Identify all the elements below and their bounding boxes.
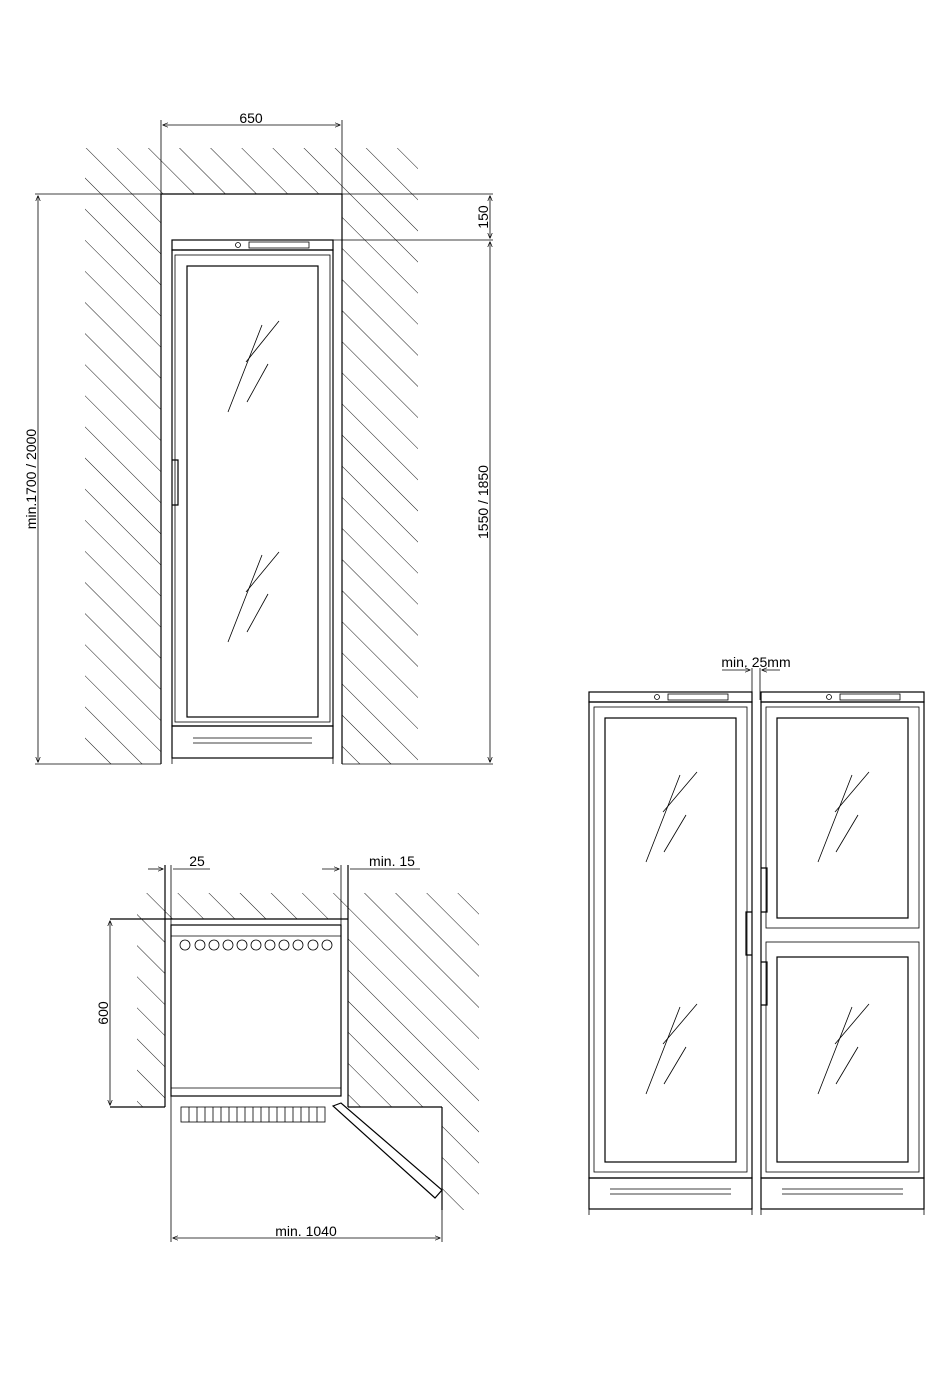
- right-unit: [761, 692, 924, 1215]
- dim-cabinet-height: 1550 / 1850: [475, 465, 491, 539]
- left-side-wall-hatch: [137, 893, 165, 1107]
- dim-niche-height: min.1700 / 2000: [23, 429, 39, 530]
- right-lower-wall-hatch: [442, 1107, 479, 1210]
- dim-top-gap: 150: [475, 205, 491, 229]
- top-wall-hatch: [161, 148, 342, 194]
- dim-width-top: 650: [239, 110, 263, 126]
- dim-side-gap-left: 25: [189, 853, 205, 869]
- left-unit: [589, 692, 752, 1215]
- dim-depth: 600: [95, 1001, 111, 1025]
- right-side-wall-hatch: [348, 893, 479, 1107]
- side-by-side-units: min. 25mm: [589, 654, 924, 1215]
- front-view-niche: 650 min.1700 / 2000 150 1550 / 1850: [23, 110, 493, 764]
- dim-between-units: min. 25mm: [721, 654, 790, 670]
- left-wall-hatch: [85, 148, 161, 764]
- top-view-niche: 25 min. 15 600 min. 1040: [95, 853, 479, 1242]
- front-cabinet: [172, 240, 333, 764]
- dim-side-gap-right: min. 15: [369, 853, 415, 869]
- dim-door-clearance: min. 1040: [275, 1223, 337, 1239]
- back-wall-hatch: [165, 893, 348, 919]
